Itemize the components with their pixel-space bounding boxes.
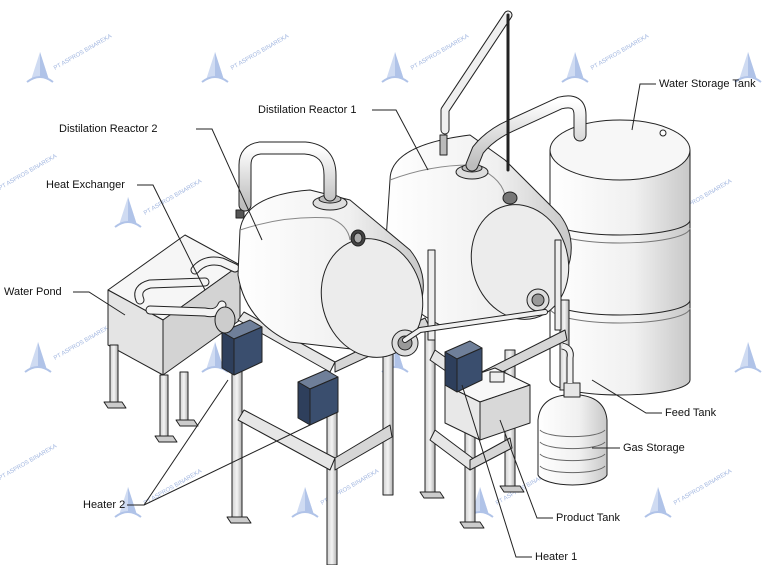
- distilation-reactor-2: [214, 189, 424, 358]
- label-product-tank: Product Tank: [556, 512, 621, 524]
- label-water-storage-tank: Water Storage Tank: [659, 78, 756, 90]
- heat-exchanger: [134, 256, 240, 318]
- watermark-text: PT ASPROS BINAREKA: [53, 34, 113, 72]
- label-feed-tank: Feed Tank: [665, 407, 717, 419]
- label-distilation-reactor-2: Distilation Reactor 2: [59, 123, 158, 135]
- label-heat-exchanger: Heat Exchanger: [46, 179, 125, 191]
- vapor-pipes: [238, 10, 587, 343]
- label-gas-storage: Gas Storage: [623, 442, 685, 454]
- leader-lines: [73, 83, 662, 558]
- label-heater-2: Heater 2: [83, 499, 126, 511]
- label-distilation-reactor-1: Distilation Reactor 1: [258, 104, 357, 116]
- heater-1-box: [444, 340, 483, 393]
- heater-2-box-b: [297, 369, 339, 426]
- distilation-reactor-1: [384, 134, 572, 341]
- watermark-text: PT ASPROS BINAREKA: [590, 34, 650, 72]
- watermark-text: PT ASPROS BINAREKA: [673, 469, 733, 507]
- label-heater-1: Heater 1: [535, 551, 578, 563]
- watermark-text: PT ASPROS BINAREKA: [143, 179, 203, 217]
- watermark-text: PT ASPROS BINAREKA: [230, 34, 290, 72]
- product-tank: [444, 367, 531, 441]
- heater-2-box-a: [221, 319, 263, 376]
- label-water-pond: Water Pond: [4, 286, 62, 298]
- watermark-text: PT ASPROS BINAREKA: [53, 324, 113, 362]
- watermark-text: PT ASPROS BINAREKA: [0, 444, 58, 482]
- watermark-text: PT ASPROS BINAREKA: [410, 34, 470, 72]
- gas-storage: [537, 342, 608, 486]
